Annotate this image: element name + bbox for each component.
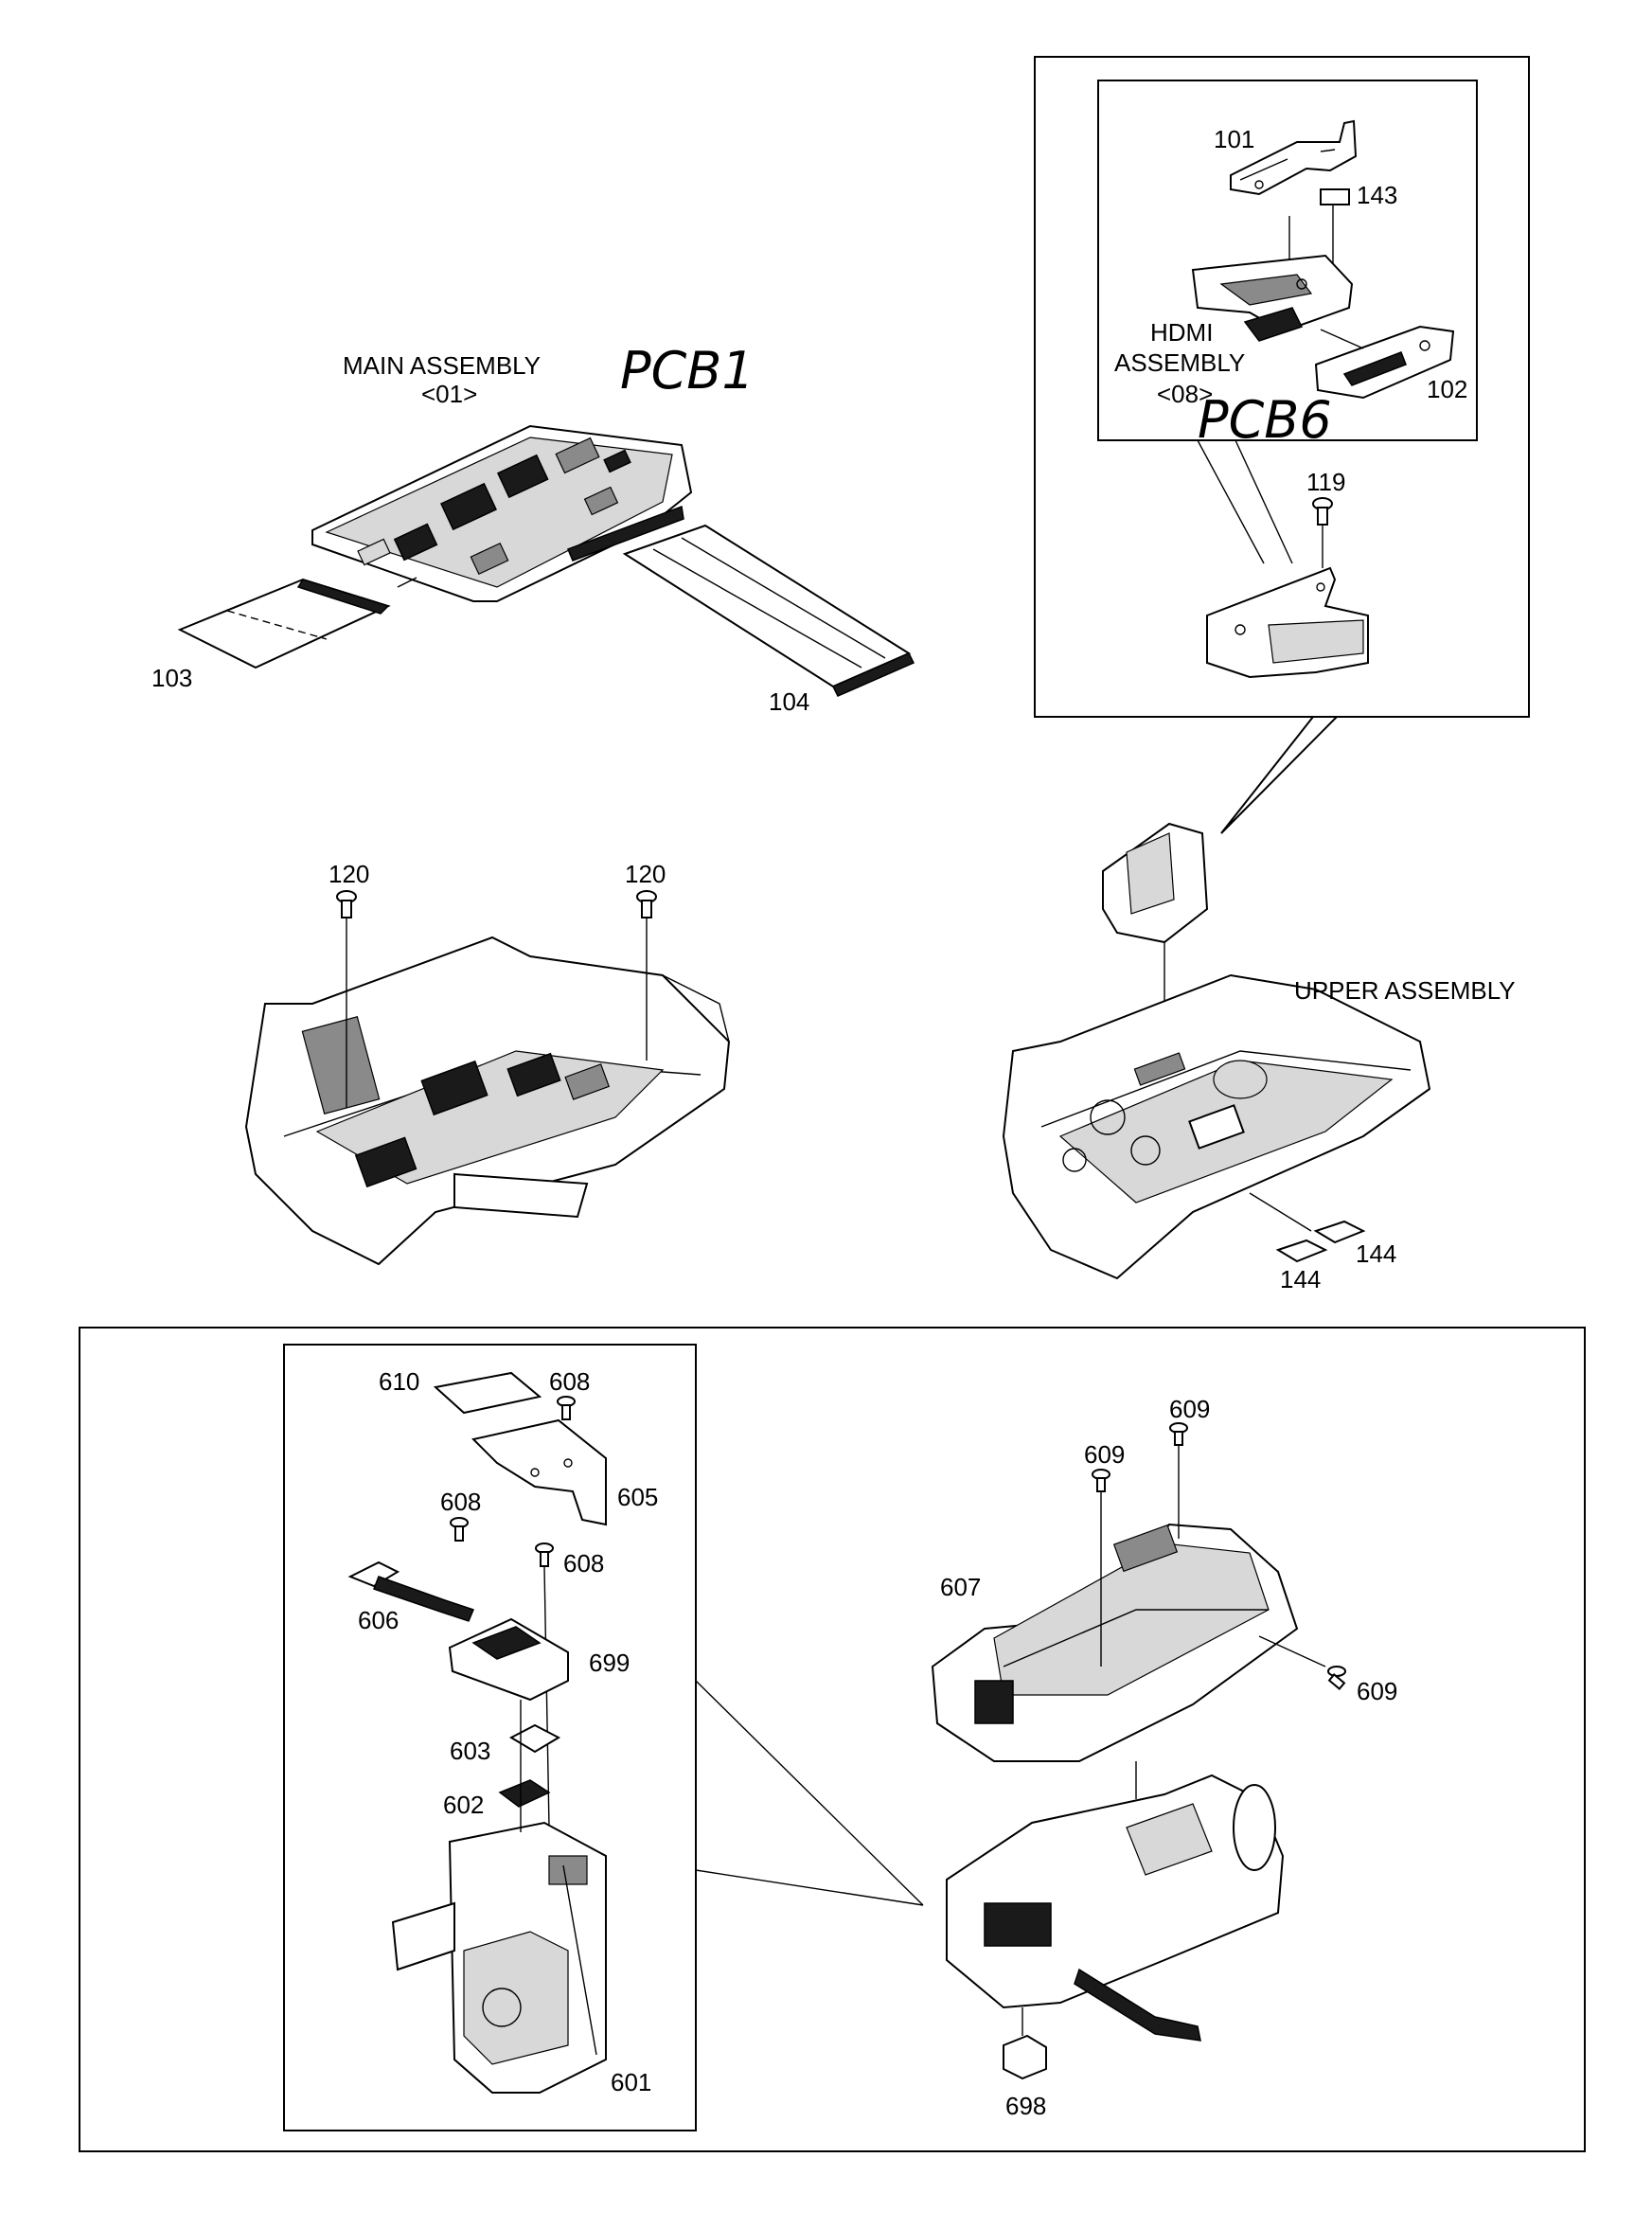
part-609-screw-b: [1169, 1422, 1188, 1446]
hdmi-assembly-code: <08>: [1157, 380, 1213, 408]
label-144-left: 144: [1280, 1265, 1321, 1293]
label-601: 601: [611, 2068, 651, 2096]
part-608-screw-right: [535, 1542, 554, 1828]
label-607: 607: [940, 1573, 981, 1601]
part-608-screw-left: [450, 1517, 469, 1542]
hdmi-board: [1191, 254, 1354, 342]
part-119-screw: [1312, 497, 1333, 568]
part-102-connector: [1314, 325, 1455, 400]
part-609-screw-a: [1092, 1469, 1110, 1492]
main-pcb: [311, 424, 693, 602]
upper-assembly-title: UPPER ASSEMBLY: [1294, 976, 1516, 1005]
part-144-pads: [1249, 1192, 1366, 1263]
label-144-right: 144: [1356, 1239, 1396, 1268]
part-104-flex: [622, 524, 915, 697]
label-610: 610: [379, 1367, 419, 1396]
part-601-camera-block: [391, 1821, 607, 2094]
main-assembly-title: MAIN ASSEMBLY: [343, 351, 541, 380]
label-609-b: 609: [1169, 1395, 1210, 1423]
part-103-flex: [177, 577, 417, 669]
label-143: 143: [1357, 181, 1397, 209]
part-101-bracket: [1230, 119, 1358, 196]
camera-inner-box: [283, 1344, 697, 2131]
callout-pointer: [1220, 716, 1338, 834]
camera-outer-box: [79, 1327, 1586, 2152]
label-119: 119: [1306, 468, 1345, 496]
part-605-shield: [471, 1418, 607, 1526]
label-602: 602: [443, 1791, 484, 1819]
hdmi-inner-box: [1097, 80, 1478, 441]
label-103: 103: [151, 664, 192, 692]
label-120-left: 120: [329, 860, 369, 888]
camera-block-section: [79, 1327, 1586, 2152]
hdmi-assembly-handwritten: PCB6: [1198, 390, 1332, 450]
part-607-lens-housing: [931, 1439, 1326, 1762]
hdmi-assembly-title-1: HDMI: [1150, 318, 1213, 347]
label-102: 102: [1427, 375, 1467, 403]
hdmi-mount-plate: [1206, 566, 1369, 679]
label-698: 698: [1005, 2092, 1046, 2120]
main-assembly-code: <01>: [421, 380, 477, 408]
label-609-c: 609: [1357, 1677, 1397, 1705]
label-120-right: 120: [625, 860, 666, 888]
part-120-screw-right: [636, 890, 657, 1061]
label-101: 101: [1214, 125, 1254, 153]
part-608-screw-top: [557, 1396, 576, 1420]
main-assembly-handwritten: PCB1: [620, 341, 755, 401]
part-603-gasket: [508, 1723, 561, 1754]
part-606-flex: [347, 1560, 475, 1622]
upper-assembly: [1002, 822, 1431, 1280]
part-610-sheet: [433, 1371, 542, 1415]
hdmi-assembly-title-2: ASSEMBLY: [1114, 348, 1245, 377]
part-602-block: [498, 1779, 551, 1808]
label-605: 605: [617, 1483, 658, 1511]
label-608-top: 608: [549, 1367, 590, 1396]
part-120-screw-left: [336, 890, 357, 1108]
label-609-a: 609: [1084, 1440, 1125, 1469]
main-assembly-group: [177, 424, 915, 697]
label-603: 603: [450, 1737, 490, 1765]
lens-block-lower: [946, 1761, 1285, 2042]
label-608-left: 608: [440, 1488, 481, 1516]
hdmi-outer-box: [1034, 56, 1530, 718]
part-698-block: [1003, 2034, 1047, 2080]
label-699: 699: [589, 1649, 630, 1677]
part-143-pad: [1320, 188, 1350, 205]
label-104: 104: [769, 687, 809, 716]
hdmi-callout: [1034, 56, 1530, 834]
part-609-screw-c: [1327, 1666, 1346, 1690]
part-699-board: [448, 1617, 569, 1702]
assembled-body-left: [244, 890, 731, 1266]
label-608-right: 608: [563, 1549, 604, 1578]
label-606: 606: [358, 1606, 399, 1634]
